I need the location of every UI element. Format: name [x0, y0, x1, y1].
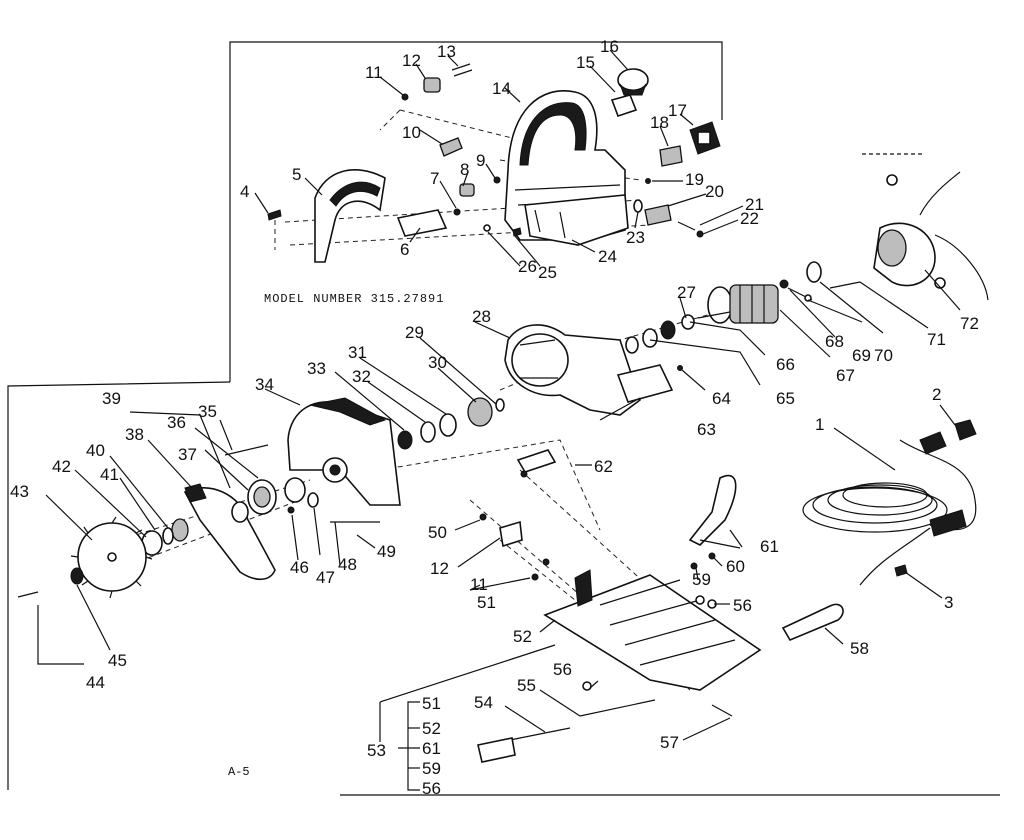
- group-53-item: 56: [422, 779, 441, 798]
- callout-33: 33: [307, 359, 326, 378]
- callout-68: 68: [825, 332, 844, 351]
- callout-16: 16: [600, 37, 619, 56]
- callout-3: 3: [944, 593, 953, 612]
- callout-14: 14: [492, 79, 511, 98]
- callout-53: 53: [367, 741, 386, 760]
- callout-56-right: 56: [733, 596, 752, 615]
- callout-72: 72: [960, 314, 979, 333]
- callout-58: 58: [850, 639, 869, 658]
- callout-24: 24: [598, 247, 617, 266]
- callout-42: 42: [52, 457, 71, 476]
- callout-65: 65: [776, 389, 795, 408]
- callout-20: 20: [705, 182, 724, 201]
- callout-55: 55: [517, 676, 536, 695]
- callout-44: 44: [86, 673, 105, 692]
- callout-50: 50: [428, 523, 447, 542]
- base-assembly-group: [477, 475, 844, 763]
- callout-39: 39: [102, 389, 121, 408]
- callout-numbers: 1 2 3 4 5 6 7 8 9 10 11 12 13 14 15 16 1…: [10, 37, 979, 760]
- callout-34: 34: [255, 375, 274, 394]
- callout-64: 64: [712, 389, 731, 408]
- callout-31: 31: [348, 343, 367, 362]
- callout-6: 6: [400, 240, 409, 259]
- callout-51: 51: [477, 593, 496, 612]
- cord-group: [802, 419, 977, 586]
- callout-43: 43: [10, 482, 29, 501]
- callout-67: 67: [836, 366, 855, 385]
- callout-46: 46: [290, 558, 309, 577]
- callout-12-lower: 12: [430, 559, 449, 578]
- callout-2: 2: [932, 385, 941, 404]
- callout-23: 23: [626, 228, 645, 247]
- callout-7: 7: [430, 169, 439, 188]
- group-53-item: 59: [422, 759, 441, 778]
- callout-38: 38: [125, 425, 144, 444]
- group-53-item: 51: [422, 694, 441, 713]
- callout-25: 25: [538, 263, 557, 282]
- callout-18: 18: [650, 113, 669, 132]
- callout-4: 4: [240, 182, 249, 201]
- frame-lines: [7, 41, 1000, 796]
- group-53-item: 61: [422, 739, 441, 758]
- callout-36: 36: [167, 413, 186, 432]
- callout-61: 61: [760, 537, 779, 556]
- callout-41: 41: [100, 465, 119, 484]
- callout-28: 28: [472, 307, 491, 326]
- callout-13: 13: [437, 42, 456, 61]
- blade-guard-group: [17, 397, 557, 599]
- leader-lines: [37, 49, 961, 741]
- group-53-item: 52: [422, 719, 441, 738]
- group-53-bracket: [379, 644, 556, 791]
- callout-45: 45: [108, 651, 127, 670]
- callout-47: 47: [316, 568, 335, 587]
- callout-11-lower: 11: [470, 575, 488, 594]
- callout-5: 5: [292, 165, 301, 184]
- callout-1: 1: [815, 415, 824, 434]
- callout-52: 52: [513, 627, 532, 646]
- callout-22: 22: [740, 209, 759, 228]
- callout-10: 10: [402, 123, 421, 142]
- callout-15: 15: [576, 53, 595, 72]
- callout-48: 48: [338, 555, 357, 574]
- callout-60: 60: [726, 557, 745, 576]
- callout-35: 35: [198, 402, 217, 421]
- sheet-label: A-5: [228, 765, 250, 779]
- callout-56-lower: 56: [553, 660, 572, 679]
- upper-motor-housing-group: [267, 63, 721, 263]
- callout-66: 66: [776, 355, 795, 374]
- callout-57: 57: [660, 733, 679, 752]
- callout-26: 26: [518, 257, 537, 276]
- callout-29: 29: [405, 323, 424, 342]
- callout-21: 21: [745, 195, 764, 214]
- callout-71: 71: [927, 330, 946, 349]
- callout-32: 32: [352, 367, 371, 386]
- callout-30: 30: [428, 353, 447, 372]
- callout-19: 19: [685, 170, 704, 189]
- callout-49: 49: [377, 542, 396, 561]
- callout-70: 70: [874, 346, 893, 365]
- callout-27: 27: [677, 283, 696, 302]
- callout-69: 69: [852, 346, 871, 365]
- callout-11: 11: [365, 63, 383, 82]
- callout-12: 12: [402, 51, 421, 70]
- model-number-label: MODEL NUMBER 315.27891: [264, 292, 444, 306]
- callout-8: 8: [460, 160, 469, 179]
- callout-54: 54: [474, 693, 493, 712]
- callout-40: 40: [86, 441, 105, 460]
- callout-59: 59: [692, 570, 711, 589]
- callout-63: 63: [697, 420, 716, 439]
- motor-armature-group: [504, 171, 989, 416]
- callout-17: 17: [668, 101, 687, 120]
- callout-37: 37: [178, 445, 197, 464]
- group-53-list: 51 52 61 59 56: [422, 694, 441, 798]
- callout-62: 62: [594, 457, 613, 476]
- callout-9: 9: [476, 151, 485, 170]
